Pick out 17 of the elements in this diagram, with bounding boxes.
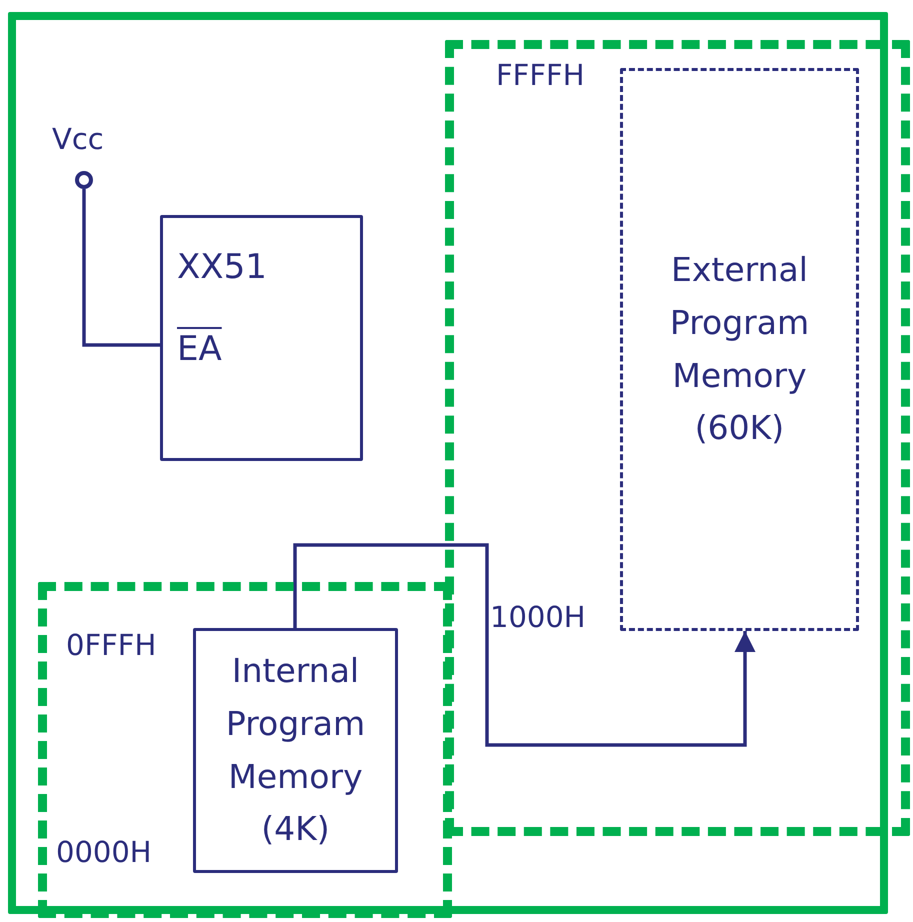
region-outline bbox=[445, 40, 910, 836]
terminal-circle bbox=[75, 171, 93, 189]
address-label: 1000H bbox=[490, 600, 586, 634]
memory-box bbox=[620, 68, 859, 631]
memory-label: External Program Memory (60K) bbox=[668, 248, 810, 450]
wire bbox=[82, 189, 160, 347]
pin-label: EA bbox=[177, 328, 222, 372]
memory-box bbox=[193, 628, 398, 873]
memory-label: Internal Program Memory (4K) bbox=[224, 650, 366, 850]
chip-name: XX51 bbox=[177, 246, 267, 289]
address-label: 0000H bbox=[56, 835, 152, 869]
arrow bbox=[293, 543, 756, 747]
address-label: FFFFH bbox=[496, 58, 585, 92]
voltage-label: Vcc bbox=[52, 122, 104, 156]
address-label: 0FFFH bbox=[66, 628, 156, 662]
region-outline bbox=[38, 582, 452, 918]
chip-box bbox=[160, 215, 363, 461]
